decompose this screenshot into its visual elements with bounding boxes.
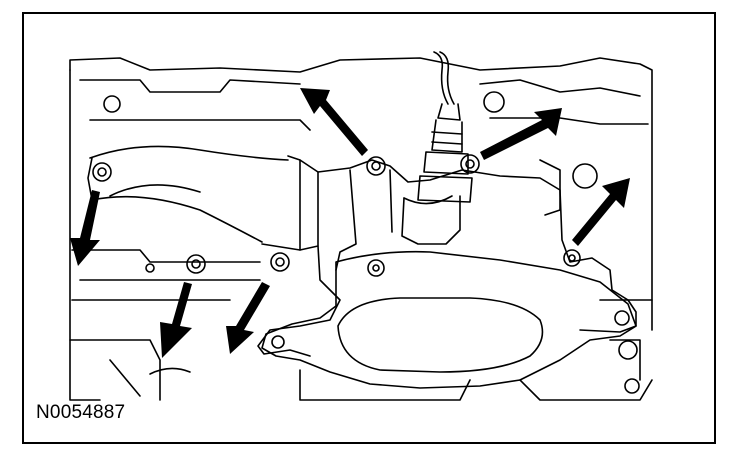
exhaust-flange <box>261 250 637 389</box>
arrow-bolt-sensor-side <box>480 108 562 160</box>
arrow-bolt-lower-center <box>226 282 270 354</box>
figure-code: N0054887 <box>36 402 126 423</box>
arrow-bolt-left-pipe <box>70 190 100 266</box>
coolant-pipe <box>87 145 319 251</box>
oxygen-sensor <box>417 51 473 203</box>
engine-block-outline <box>69 57 653 401</box>
arrow-bolt-right <box>572 178 630 246</box>
manifold-bolts <box>92 154 581 274</box>
arrow-bolt-lower-left <box>160 282 192 358</box>
figure-frame <box>22 12 716 444</box>
manifold-body <box>257 159 637 357</box>
arrow-bolt-top-center <box>300 88 368 156</box>
